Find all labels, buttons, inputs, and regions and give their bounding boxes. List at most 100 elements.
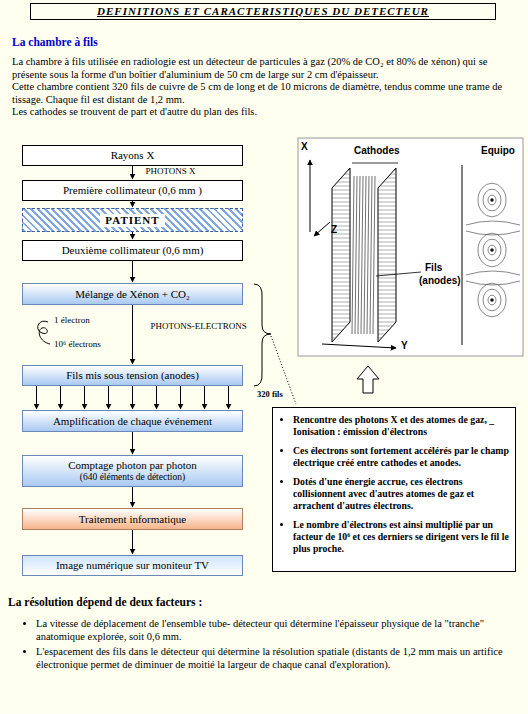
electron-curl — [38, 321, 50, 344]
cathode-plate — [378, 168, 396, 342]
anode-wire — [367, 176, 369, 334]
equipotential-ring — [488, 245, 496, 255]
section-heading: La résolution dépend de deux facteurs : — [8, 596, 520, 608]
paragraph: La chambre à fils utilisée en radiologie… — [12, 56, 520, 81]
count-label: 320 fils — [257, 389, 283, 399]
part-label: Equipo — [481, 145, 515, 156]
bullet-text: Ces électrons sont fortement accélérés p… — [293, 445, 509, 469]
y-axis — [322, 344, 396, 348]
box-text: Mélange de Xénon + CO₂ — [75, 288, 190, 301]
part-label: Fils — [425, 262, 442, 273]
wire-section — [491, 299, 494, 302]
wire-arrow — [84, 386, 85, 409]
bracket — [254, 284, 271, 386]
equipotential-lines — [466, 183, 520, 317]
paragraph: Les cathodes se trouvent de part et d'au… — [12, 106, 520, 119]
hollow-arrow — [357, 366, 379, 393]
process-box: Amplification de chaque événement — [22, 410, 243, 432]
edge-label: PHOTONS X — [145, 166, 197, 176]
flow-arrow — [132, 166, 133, 179]
box-text: Rayons X — [111, 149, 155, 162]
box-text: Traitement informatique — [79, 513, 186, 526]
wire-section — [491, 249, 494, 252]
wire-section — [491, 199, 494, 202]
part-label: Cathodes — [354, 145, 400, 156]
equipotential-ring — [483, 289, 501, 311]
collimator-box: Deuxième collimateur (0,6 mm) — [22, 240, 243, 261]
process-box: Comptage photon par photon(640 éléments … — [22, 455, 243, 487]
paragraph: Cette chambre contient 320 fils de cuivr… — [12, 81, 520, 106]
leader-line — [376, 272, 421, 276]
collimator-box: Première collimateur (0,6 mm ) — [22, 180, 243, 201]
flow-arrow — [132, 201, 133, 207]
box-text: Deuxième collimateur (0,6 mm) — [62, 244, 204, 257]
box-text: Comptage photon par photon — [68, 459, 197, 472]
wire-arrow — [156, 386, 157, 409]
field-line — [466, 231, 520, 235]
flow-arrow — [132, 305, 133, 364]
flow-arrow — [132, 232, 133, 239]
edge-label: PHOTONS-ELECTRONS — [150, 321, 248, 331]
x-axis — [310, 160, 311, 232]
output-box: Image numérique sur moniteur TV — [22, 555, 243, 576]
wire-arrow — [228, 386, 229, 409]
wire-arrow — [180, 386, 181, 409]
wire-arrow — [108, 386, 109, 409]
axis-label: Z — [331, 224, 337, 235]
anode-wires — [352, 176, 375, 334]
leader-line — [352, 163, 398, 164]
process-box: Traitement informatique — [22, 508, 243, 530]
page-title: DEFINITIONS ET CARACTERISTIQUES DU DETEC… — [30, 3, 496, 20]
wire-arrow — [204, 386, 205, 409]
bullet-text: La vitesse de déplacement de l'ensemble … — [36, 618, 520, 643]
axis-label: Y — [401, 340, 408, 351]
bullet-text: L'espacement des fils dans le détecteur … — [36, 646, 520, 671]
process-box: Fils mis sous tension (anodes) — [22, 365, 243, 386]
flow-arrow — [132, 432, 133, 454]
illustration-frame — [298, 138, 523, 356]
anode-wire — [373, 176, 375, 334]
bullet-text: Dotés d'une énergie accrue, ces électron… — [293, 476, 509, 512]
equipotential-ring — [483, 239, 501, 261]
field-line — [466, 271, 520, 275]
anode-wire — [361, 176, 363, 334]
anode-wire — [352, 176, 354, 334]
anode-wire — [355, 176, 357, 334]
bullet-text: Rencontre des photons X et des atomes de… — [293, 414, 509, 438]
process-box: Mélange de Xénon + CO₂ — [22, 283, 243, 305]
note: 10⁶ électrons — [54, 339, 101, 349]
box-text: Image numérique sur moniteur TV — [56, 559, 209, 572]
wire-arrow — [36, 386, 37, 409]
flow-arrow — [132, 261, 133, 282]
patient-band: PATIENT — [22, 208, 243, 232]
z-axis — [314, 222, 330, 236]
intro-text: La chambre à fils utilisée en radiologie… — [12, 56, 520, 119]
flow-arrow — [132, 386, 133, 409]
box-text: (640 éléments de détection) — [80, 472, 185, 483]
resolution-section: La résolution dépend de deux facteurs : L… — [8, 596, 520, 674]
callout-box: Rencontre des photons X et des atomes de… — [272, 407, 516, 572]
cathode-plate — [332, 168, 350, 342]
flow-arrow — [132, 487, 133, 507]
field-line — [466, 281, 520, 285]
equipotential-ring — [478, 183, 506, 217]
process-box: Rayons X — [22, 145, 243, 166]
flow-arrow — [132, 530, 133, 554]
equipotential-ring — [478, 283, 506, 317]
equipotential-ring — [478, 233, 506, 267]
wire-arrow — [60, 386, 61, 409]
equipotential-ring — [483, 189, 501, 211]
section-heading: La chambre à fils — [12, 36, 98, 48]
anode-wire — [358, 176, 360, 334]
equipotential-ring — [488, 195, 496, 205]
bullet-text: Le nombre d'électrons est ainsi multipli… — [293, 519, 509, 555]
cathode-section — [462, 165, 463, 345]
equipotential-ring — [488, 295, 496, 305]
box-text: PATIENT — [100, 214, 164, 227]
bullet-list: Rencontre des photons X et des atomes de… — [277, 414, 509, 562]
field-line — [466, 221, 520, 225]
bullet-list: La vitesse de déplacement de l'ensemble … — [8, 618, 520, 671]
box-text: Première collimateur (0,6 mm ) — [63, 184, 202, 197]
axis-label: X — [301, 141, 308, 152]
